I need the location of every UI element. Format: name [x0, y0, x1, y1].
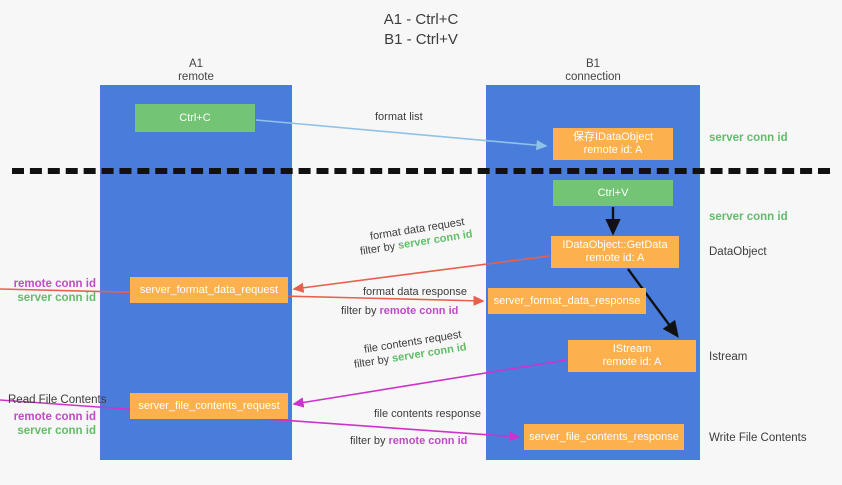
filter-prefix-2: filter by [341, 305, 380, 317]
annotation-remote-conn-id-2: remote conn id [13, 411, 96, 423]
node-server-file-contents-request-label: server_file_contents_request [138, 399, 280, 412]
node-server-file-contents-request[interactable]: server_file_contents_request [130, 393, 288, 419]
edge-label-format-list: format list [375, 111, 423, 123]
annotation-conn-ids-file: remote conn id server conn id [8, 410, 96, 438]
node-ctrl-v-label: Ctrl+V [597, 186, 629, 199]
edge-label-format-data-response-filter: filter by remote conn id [341, 304, 458, 318]
node-server-format-data-request-label: server_format_data_request [139, 283, 279, 296]
node-ctrl-v[interactable]: Ctrl+V [553, 180, 673, 206]
node-server-format-data-response[interactable]: server_format_data_response [488, 288, 646, 314]
page-title: A1 - Ctrl+C B1 - Ctrl+V [0, 10, 842, 50]
annotation-conn-ids-format: remote conn id server conn id [8, 277, 96, 305]
column-header-a1-sub: remote [178, 71, 214, 83]
node-server-file-contents-response[interactable]: server_file_contents_response [524, 424, 684, 450]
column-header-b1-name: B1 [585, 58, 601, 70]
annotation-server-conn-id-top: server conn id [709, 132, 788, 144]
node-idataobject-getdata[interactable]: IDataObject::GetData remote id: A [551, 236, 679, 268]
node-idataobject-label: 保存IDataObject [572, 131, 654, 143]
title-line-1: A1 - Ctrl+C [383, 11, 459, 28]
annotation-server-conn-id-mid: server conn id [709, 211, 788, 223]
filter-prefix-3: filter by [353, 352, 394, 371]
title-line-2: B1 - Ctrl+V [384, 31, 458, 48]
column-header-b1-sub: connection [565, 71, 621, 83]
edge-label-file-contents-response: file contents response [374, 408, 482, 420]
node-idataobject[interactable]: 保存IDataObject remote id: A [553, 128, 673, 160]
node-ctrl-c-label: Ctrl+C [179, 111, 211, 124]
phase-divider [12, 168, 830, 174]
column-header-b1: B1 connection [527, 58, 659, 84]
annotation-write-file-contents: Write File Contents [709, 432, 807, 444]
annotation-remote-conn-id-1: remote conn id [13, 278, 96, 290]
edge-label-format-data-response: format data response [363, 286, 467, 298]
column-header-a1: A1 remote [130, 58, 262, 84]
annotation-istream: Istream [709, 351, 748, 363]
node-istream-remote-id: remote id: A [602, 356, 662, 368]
filter-prefix-1: filter by [359, 239, 400, 258]
filter-value-4: remote conn id [388, 435, 468, 447]
node-istream[interactable]: IStream remote id: A [568, 340, 696, 372]
node-ctrl-c[interactable]: Ctrl+C [135, 104, 255, 132]
node-getdata-remote-id: remote id: A [585, 252, 645, 264]
edge-label-file-contents-response-filter: filter by remote conn id [350, 434, 467, 448]
node-server-file-contents-response-label: server_file_contents_response [529, 430, 679, 443]
annotation-server-conn-id-left-2: server conn id [17, 425, 96, 437]
node-idataobject-remote-id: remote id: A [583, 144, 643, 156]
filter-value-2: remote conn id [379, 305, 459, 317]
column-header-a1-name: A1 [188, 58, 204, 70]
node-istream-label: IStream [612, 343, 652, 355]
node-server-format-data-request[interactable]: server_format_data_request [130, 277, 288, 303]
filter-prefix-4: filter by [350, 435, 389, 447]
annotation-server-conn-id-left-1: server conn id [17, 292, 96, 304]
annotation-read-file-contents: Read File Contents [8, 394, 107, 406]
node-server-format-data-response-label: server_format_data_response [493, 294, 641, 307]
annotation-dataobject: DataObject [709, 246, 767, 258]
node-getdata-label: IDataObject::GetData [562, 239, 668, 251]
